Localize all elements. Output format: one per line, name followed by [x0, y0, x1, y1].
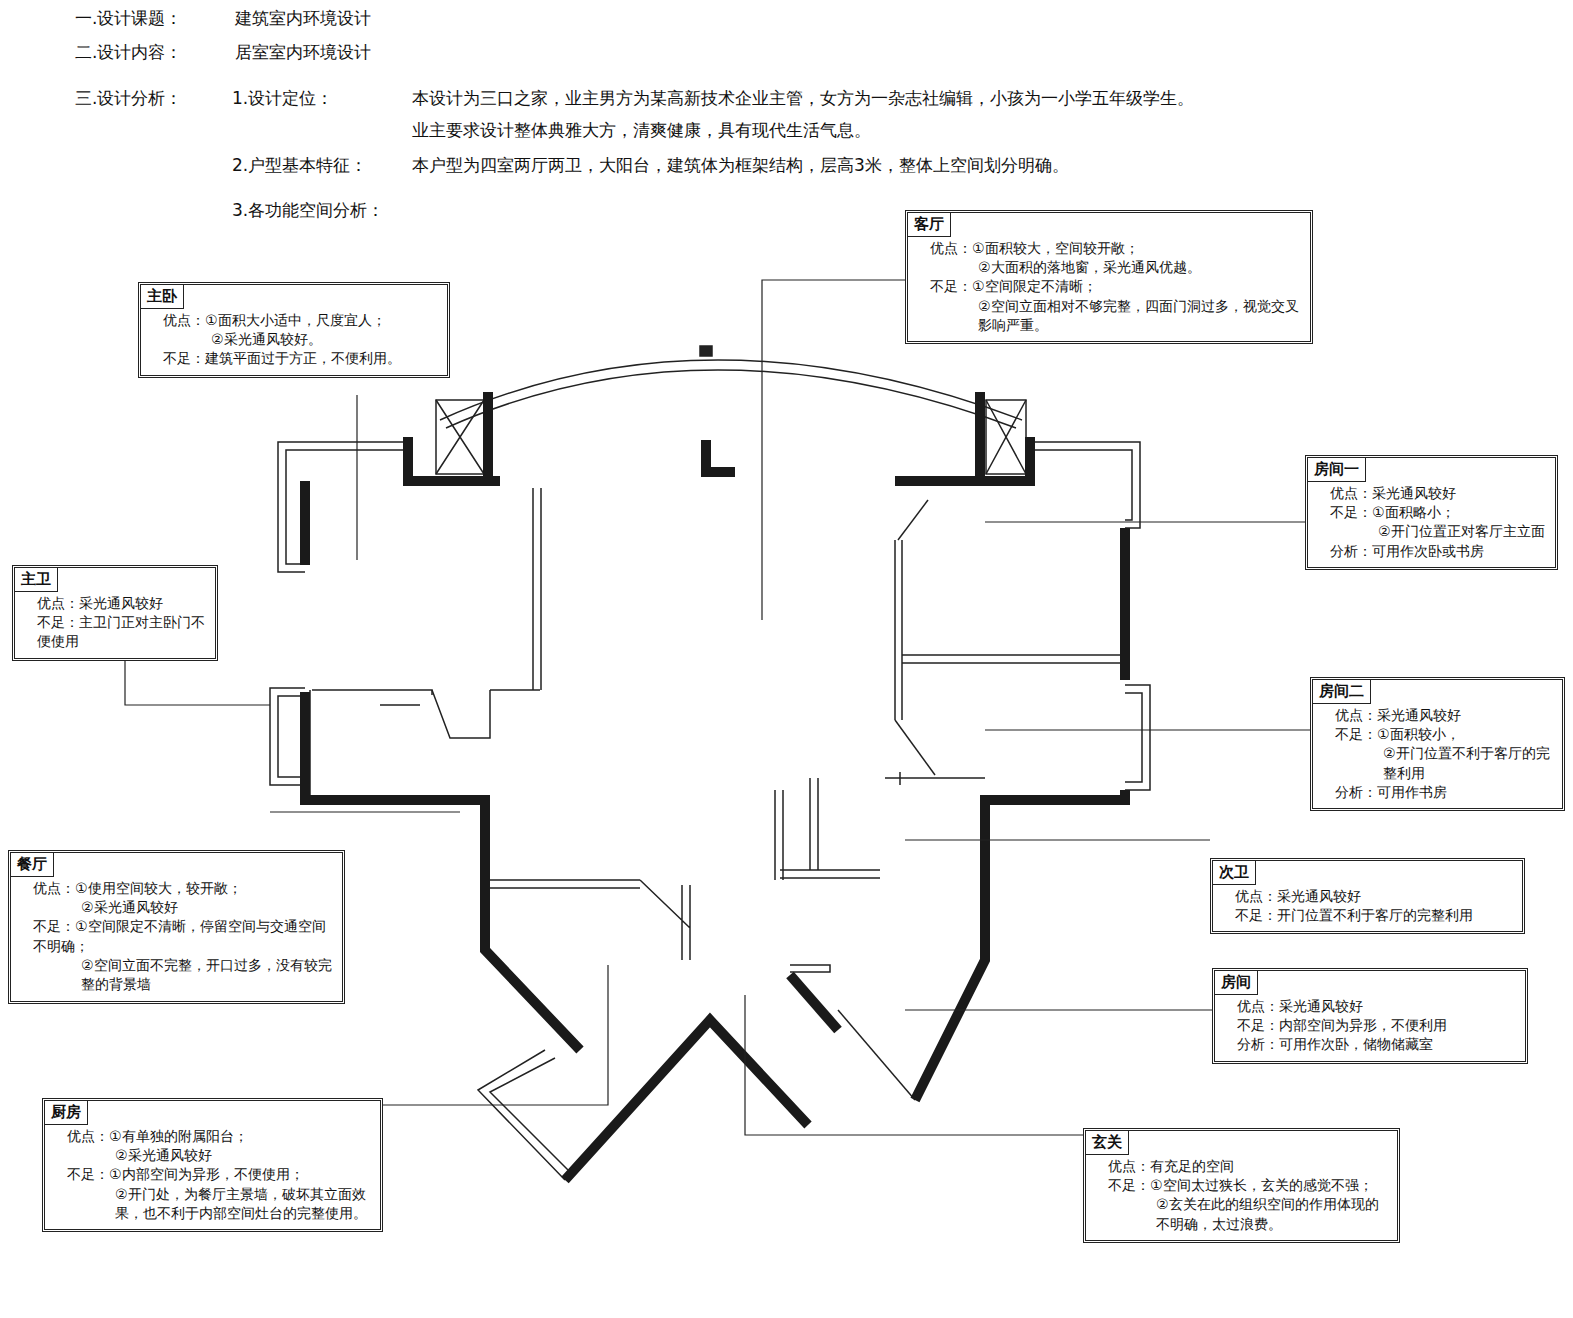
- annotation-box: 玄关优点：有充足的空间不足：①空间太过狭长，玄关的感觉不强；②玄关在此的组织空间…: [1083, 1128, 1400, 1243]
- analysis-text: 不足：内部空间为异形，不便利用: [1215, 1016, 1517, 1035]
- header-text: 建筑室内环境设计: [235, 8, 371, 28]
- room-heading: 主卧: [141, 285, 184, 309]
- room-heading: 厨房: [45, 1101, 88, 1125]
- header-text: 居室室内环境设计: [235, 42, 371, 62]
- analysis-text: ②玄关在此的组织空间的作用体现的不明确，太过浪费。: [1086, 1195, 1389, 1234]
- annotation-box: 房间二优点：采光通风较好不足：①面积较小，②开门位置不利于客厅的完整利用分析：可…: [1310, 677, 1565, 811]
- header-text: 3.各功能空间分析：: [232, 200, 384, 220]
- header-text: 二.设计内容：: [75, 42, 182, 62]
- analysis-text: ②开门位置不利于客厅的完整利用: [1313, 744, 1554, 783]
- analysis-text: ②开门位置正对客厅主立面: [1308, 522, 1547, 541]
- analysis-text: ②采光通风较好。: [141, 330, 439, 349]
- analysis-text: 优点：采光通风较好: [1213, 887, 1514, 906]
- annotation-box: 房间优点：采光通风较好不足：内部空间为异形，不便利用分析：可用作次卧，储物储藏室: [1212, 968, 1528, 1064]
- annotation-box: 房间一优点：采光通风较好不足：①面积略小；②开门位置正对客厅主立面分析：可用作次…: [1305, 455, 1558, 570]
- room-heading: 客厅: [908, 213, 951, 237]
- analysis-text: 优点：采光通风较好: [1313, 706, 1554, 725]
- annotation-box: 厨房优点：①有单独的附属阳台；②采光通风较好不足：①内部空间为异形，不便使用；②…: [42, 1098, 383, 1232]
- analysis-text: 优点：有充足的空间: [1086, 1157, 1389, 1176]
- analysis-text: 优点：采光通风较好: [15, 594, 207, 613]
- header-text: 1.设计定位：: [232, 88, 333, 108]
- analysis-text: 优点：①面积大小适中，尺度宜人；: [141, 311, 439, 330]
- room-heading: 房间一: [1308, 458, 1366, 482]
- analysis-text: 不足：①面积较小，: [1313, 725, 1554, 744]
- analysis-text: 不足：①空间限定不清晰；: [908, 277, 1302, 296]
- thin-lines: [270, 346, 1150, 1180]
- annotation-box: 次卫优点：采光通风较好不足：开门位置不利于客厅的完整利用: [1210, 858, 1525, 934]
- analysis-text: 不足：①面积略小；: [1308, 503, 1547, 522]
- analysis-text: 优点：采光通风较好: [1215, 997, 1517, 1016]
- analysis-text: ②采光通风较好: [45, 1146, 372, 1165]
- annotation-box: 主卧优点：①面积大小适中，尺度宜人；②采光通风较好。不足：建筑平面过于方正，不便…: [138, 282, 450, 378]
- header-text: 业主要求设计整体典雅大方，清爽健康，具有现代生活气息。: [412, 120, 871, 140]
- header-text: 本户型为四室两厅两卫，大阳台，建筑体为框架结构，层高3米，整体上空间划分明确。: [412, 155, 1069, 175]
- analysis-text: ②空间立面不完整，开口过多，没有较完整的背景墙: [11, 956, 334, 995]
- analysis-text: 分析：可用作次卧，储物储藏室: [1215, 1035, 1517, 1054]
- header-text: 2.户型基本特征：: [232, 155, 367, 175]
- annotation-box: 餐厅优点：①使用空间较大，较开敞；②采光通风较好不足：①空间限定不清晰，停留空间…: [8, 850, 345, 1004]
- room-heading: 次卫: [1213, 861, 1256, 885]
- analysis-text: 不足：①空间限定不清晰，停留空间与交通空间不明确；: [11, 917, 334, 956]
- analysis-text: ②大面积的落地窗，采光通风优越。: [908, 258, 1302, 277]
- room-heading: 主卫: [15, 568, 58, 592]
- analysis-text: 不足：①空间太过狭长，玄关的感觉不强；: [1086, 1176, 1389, 1195]
- header-text: 本设计为三口之家，业主男方为某高新技术企业主管，女方为一杂志社编辑，小孩为一小学…: [412, 88, 1194, 108]
- room-heading: 玄关: [1086, 1131, 1129, 1155]
- analysis-text: 分析：可用作次卧或书房: [1308, 542, 1547, 561]
- analysis-text: ②空间立面相对不够完整，四面门洞过多，视觉交叉影响严重。: [908, 297, 1302, 336]
- walls: [305, 392, 1125, 1180]
- header-text: 三.设计分析：: [75, 88, 182, 108]
- analysis-text: 分析：可用作书房: [1313, 783, 1554, 802]
- analysis-text: 优点：①面积较大，空间较开敞；: [908, 239, 1302, 258]
- header-text: 一.设计课题：: [75, 8, 182, 28]
- analysis-text: 优点：①有单独的附属阳台；: [45, 1127, 372, 1146]
- room-heading: 房间二: [1313, 680, 1371, 704]
- annotation-box: 主卫优点：采光通风较好不足：主卫门正对主卧门不便使用: [12, 565, 218, 661]
- annotation-box: 客厅优点：①面积较大，空间较开敞；②大面积的落地窗，采光通风优越。不足：①空间限…: [905, 210, 1313, 344]
- analysis-text: 不足：①内部空间为异形，不便使用；: [45, 1165, 372, 1184]
- analysis-text: 优点：①使用空间较大，较开敞；: [11, 879, 334, 898]
- leader-lines: [125, 280, 1310, 1135]
- room-heading: 房间: [1215, 971, 1258, 995]
- analysis-text: ②开门处，为餐厅主景墙，破坏其立面效果，也不利于内部空间灶台的完整使用。: [45, 1185, 372, 1224]
- analysis-text: 不足：建筑平面过于方正，不便利用。: [141, 349, 439, 368]
- analysis-text: ②采光通风较好: [11, 898, 334, 917]
- room-heading: 餐厅: [11, 853, 54, 877]
- analysis-text: 优点：采光通风较好: [1308, 484, 1547, 503]
- analysis-text: 不足：开门位置不利于客厅的完整利用: [1213, 906, 1514, 925]
- analysis-text: 不足：主卫门正对主卧门不便使用: [15, 613, 207, 652]
